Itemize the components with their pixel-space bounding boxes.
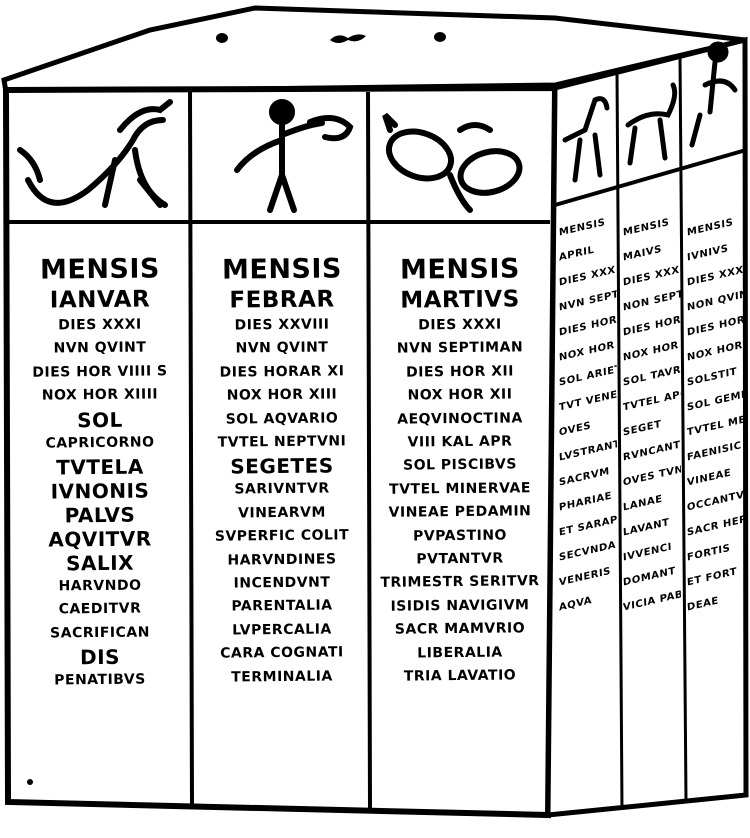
inscription-line: CAPRICORNO [45,434,155,452]
inscription-line: SACR MAMVRIO [394,620,526,638]
inscription-line: AEQVINOCTINA [397,409,523,428]
inscription-line: VINEAE PEDAMIN [388,503,532,521]
top-hole-center [330,34,366,43]
inscription-line: IANVAR [49,286,151,314]
inscription-line: TRIMESTR SERITVR [380,573,540,592]
inscription-line: LVPERCALIA [232,621,332,639]
inscription-line: CARA COGNATI [220,644,344,662]
side-face [545,36,749,818]
inscription-line: FEBRAR [229,286,335,314]
inscription-line: SALIX [65,550,135,576]
inscription-line: AQVITVR [48,526,152,552]
inscription-line: DIES HOR VIIII S [32,363,168,381]
inscription-line: MENSIS [399,253,521,286]
inscription-line: SACRIFICAN [50,624,150,642]
inscription-line: SOL AQVARIO [225,410,339,428]
inscription-line: TVTELA [56,454,144,480]
inscription-line: DIES XXXI [58,316,142,334]
side-frieze-line [554,148,747,207]
inscription-line: MENSIS [39,253,161,286]
inscription-line: INCENDVNT [233,574,331,592]
taurus-figure [625,82,678,166]
inscription-line: TRIA LAVATIO [403,667,517,685]
inscription-line: VIII KAL APR [407,433,513,451]
front-divider-1 [188,91,194,809]
pisces-figure [382,112,523,213]
inscription-line: ISIDIS NAVIGIVM [390,597,530,615]
inscription-line: DIES XXVIII [234,316,330,334]
inscription-line: DIS [79,645,121,670]
front-divider-2 [366,91,372,813]
inscription-line: NOX HOR XIII [226,386,338,404]
inscription-line: LIBERALIA [417,644,503,662]
aries-figure [562,96,610,183]
inscription-line: MENSIS [221,253,343,286]
inscription-line: NOX HOR XIIII [41,386,159,404]
inscription-line: SOL [77,407,123,432]
inscription-line: SOL PISCIBVS [402,456,517,475]
inscription-line: VINEARVM [238,504,326,522]
inscription-line: PVTANTVR [416,550,504,568]
gemini-figure [689,41,738,148]
inscription-line: DIES XXXI [418,316,502,334]
top-hole-left [216,33,228,43]
inscription-line: NVN SEPTIMAN [396,339,524,358]
inscription-line: SEGETES [230,453,334,479]
inscription-line: DIES HORAR XI [219,363,345,381]
inscription-line: CAEDITVR [58,601,142,618]
inscription-line: HARVNDO [58,577,142,595]
inscription-line: TVTEL NEPTVNI [217,433,347,451]
decorative-dot [27,779,33,785]
inscription-line: IVNONIS [50,478,150,504]
inscription-line: TVTEL MINERVAE [389,480,531,498]
inscription-line: PENATIBVS [54,671,146,689]
inscription-line: TERMINALIA [231,668,333,686]
inscription-line: SARIVNTVR [234,480,330,498]
side-divider-1 [615,71,624,811]
inscription-line: HARVNDINES [227,551,337,569]
inscription-line: NVN QVINT [53,339,147,357]
side-divider-2 [678,56,688,803]
inscription-line: PALVS [64,502,136,528]
inscription-line: PVPASTINO [412,527,508,545]
top-hole-right [434,32,446,42]
inscription-line: NVN QVINT [235,339,329,357]
inscription-line: PARENTALIA [231,597,333,615]
inscription-line: DIES HOR XII [405,363,514,381]
inscription-line: SVPERFIC COLIT [214,527,350,545]
aquarius-figure [234,99,354,213]
inscription-line: NOX HOR XII [407,386,513,404]
inscription-line: MARTIVS [400,286,520,314]
capricorn-figure [17,99,173,208]
